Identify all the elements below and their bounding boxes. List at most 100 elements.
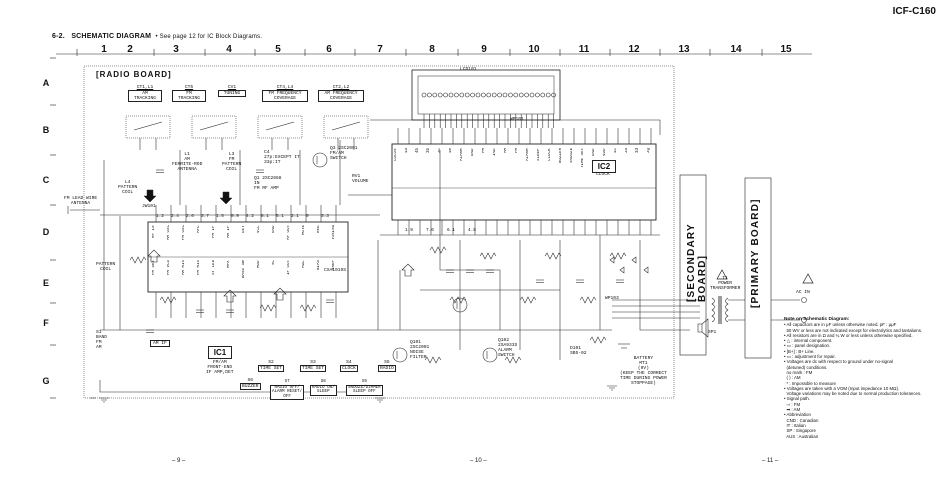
diode <box>619 266 625 274</box>
switch-ref: S2 <box>268 360 274 365</box>
lcd-pin <box>491 92 497 98</box>
lcd-pin <box>443 92 448 98</box>
grid-column-3: 3 <box>173 44 179 55</box>
ic2-pin-label: SNOOZE <box>570 148 574 164</box>
ic2-function: CLOCK <box>596 172 610 177</box>
part-line: Q101 <box>410 340 422 345</box>
wire <box>728 299 800 321</box>
ic2-pin-label: 3d <box>636 148 640 154</box>
voltage-value: 7.6 <box>426 228 434 233</box>
wp101-label: WP101 <box>510 117 524 122</box>
model-name: ICF-C160 <box>892 6 936 17</box>
cap-arrow <box>331 121 361 131</box>
switch-box-line: RADIO ON/ <box>312 385 335 390</box>
grid-column-4: 4 <box>226 44 232 55</box>
lcd-pin <box>481 92 486 98</box>
part-line: TIME DURING POWER <box>620 376 667 381</box>
lcd-pin <box>464 92 470 98</box>
switch-ref: S3 <box>310 360 316 365</box>
ic1-part-number: CXA1019S <box>324 268 347 273</box>
secondary-board <box>679 174 707 356</box>
switch-box-line: ALARM RESET/ <box>272 390 303 395</box>
warning-triangle <box>802 273 814 284</box>
ic1-pin-label: NC <box>272 260 276 266</box>
ic1-pin-label: FM VCO <box>167 260 171 276</box>
warning-triangle <box>716 269 728 280</box>
cap-arrow <box>133 121 163 131</box>
part-line: S1 <box>96 330 102 335</box>
part-jw: JW101 <box>142 204 156 209</box>
part-d101: D101 SB5-02 <box>570 346 587 356</box>
ic2-pin-label: COLON <box>394 148 398 161</box>
part-line: 27p:EXCEPT IT <box>264 155 300 160</box>
grid-column-14: 14 <box>730 44 742 55</box>
note-item: • ▭ : panel designation. <box>784 343 831 349</box>
lcd-pin <box>529 92 535 98</box>
coil-box-ref: CT5 <box>184 85 194 90</box>
note-item: • All capacitors are in μF unless otherw… <box>784 322 897 328</box>
switch-ref: S6 <box>247 378 254 383</box>
part-line: 2SC2001 <box>410 345 430 350</box>
title-note: • See page 12 for IC Block Diagrams. <box>155 34 263 40</box>
tuning-cap-block <box>191 115 237 139</box>
transistor <box>452 297 468 313</box>
switch-box-line: RADIO OFF/ <box>274 385 300 390</box>
notes-list: • All capacitors are in μF unless otherw… <box>784 322 944 439</box>
radio-board-label: [RADIO BOARD] <box>96 70 172 79</box>
ic1-pin-label: VCC <box>257 225 261 233</box>
switch-name: CLOCK <box>340 365 358 372</box>
resistor <box>159 296 177 304</box>
speaker <box>697 323 703 333</box>
note-item: • ▭ : adjustment for repair. <box>784 354 836 360</box>
resistor <box>579 296 597 304</box>
grid-column-7: 7 <box>377 44 383 55</box>
part-sp1: SP1 <box>708 330 717 335</box>
voltage-value: 2.1 <box>291 214 299 219</box>
ic1-pin-label: RF IN <box>152 225 156 238</box>
part-ac-in: AC IN <box>796 290 810 295</box>
resistor <box>299 304 317 312</box>
lcd-pin <box>502 92 508 98</box>
ic1-line: FRONT-END <box>207 365 233 370</box>
ic2-pin-label: 4e <box>449 148 453 154</box>
cap-arrow <box>199 121 229 131</box>
section-number: 6-2. <box>52 33 65 40</box>
coil-box-line: AM FREQUENCY <box>324 91 358 96</box>
grid-row-D: D <box>42 227 50 237</box>
note-item: * : Impossible to measure <box>784 380 836 386</box>
part-line: 33p:IT <box>264 160 281 165</box>
primary-board <box>744 177 772 359</box>
coil-box-line: FM <box>186 91 192 96</box>
ic1-pin-label: BAND SW <box>242 260 246 278</box>
ic2-body <box>391 143 657 221</box>
fm-signal-arrow <box>147 249 161 263</box>
am-signal-arrow <box>143 189 157 203</box>
transformer-coil <box>711 297 715 323</box>
lcd-outline <box>411 69 561 121</box>
part-line: FM/AM <box>330 151 344 156</box>
resistor <box>609 252 627 260</box>
grid-column-9: 9 <box>481 44 487 55</box>
ic1-pin-label: GND <box>272 225 276 233</box>
coil-box-ref: CT2,L2 <box>332 85 350 90</box>
coil-box-line: FM FREQUENCY <box>268 91 302 96</box>
voltage-value: 1.9 <box>405 228 413 233</box>
grid-column-5: 5 <box>275 44 281 55</box>
note-item: • All resistors are in Ω and ¼ W or less… <box>784 332 913 338</box>
ic1-line: FM/AM <box>212 360 227 365</box>
note-item: no mark : FM <box>784 369 813 375</box>
part-line: ANTENNA <box>70 201 91 206</box>
switch-box-ref: S7 <box>284 380 290 384</box>
diode <box>609 256 615 264</box>
switch-ref: S4 <box>346 360 352 365</box>
